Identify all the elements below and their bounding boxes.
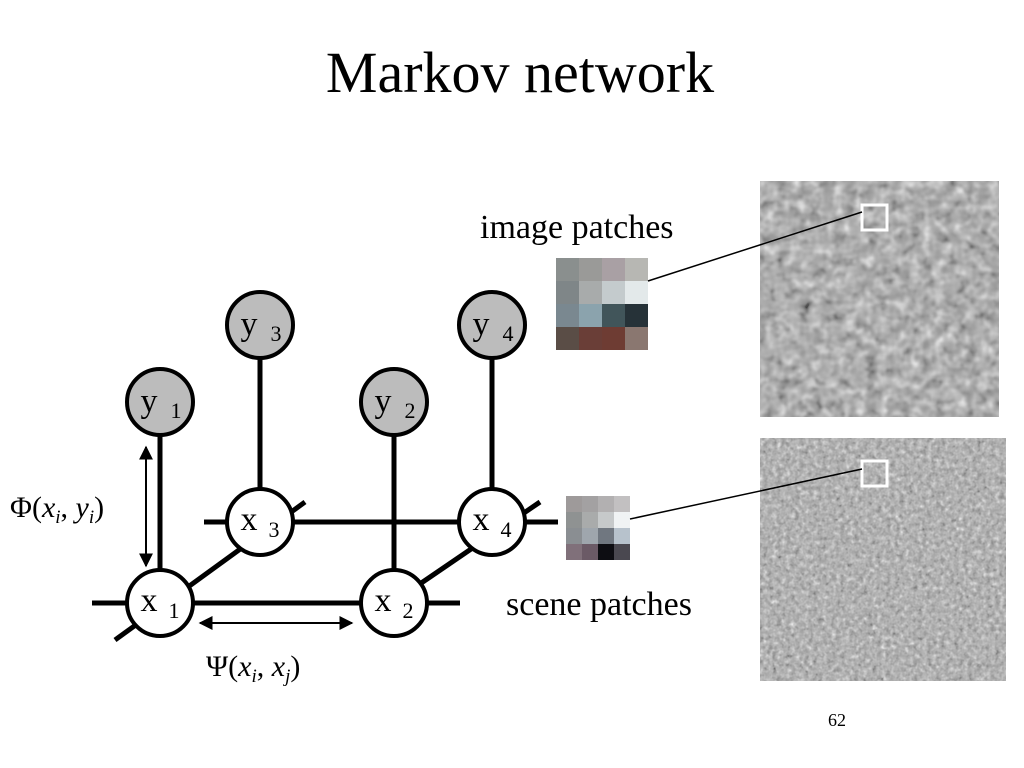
- node-y1-label: y: [141, 383, 158, 420]
- phi-label: Φ(xi, yi): [10, 491, 104, 528]
- image-texture: [760, 181, 999, 417]
- node-y4-label: y: [473, 306, 490, 343]
- psi-label: Ψ(xi, xj): [206, 650, 300, 687]
- node-y3-sub: 3: [271, 321, 282, 346]
- image-patch-zoom: [556, 258, 648, 350]
- image-patches-label: image patches: [480, 209, 674, 246]
- scene-texture: [760, 438, 1006, 681]
- node-x4: x 4: [457, 487, 527, 557]
- scene-patch-zoom: [566, 496, 630, 560]
- node-y4-sub: 4: [503, 321, 514, 346]
- node-y3-label: y: [241, 306, 258, 343]
- slide-title: Markov network: [325, 40, 715, 105]
- node-x2-label: x: [375, 582, 392, 619]
- node-y2-label: y: [375, 383, 392, 420]
- node-y1: y 1: [125, 367, 195, 437]
- node-y4: y 4: [457, 290, 527, 360]
- node-y3: y 3: [225, 290, 295, 360]
- node-y1-sub: 1: [171, 398, 182, 423]
- node-x3-label: x: [241, 501, 258, 538]
- image-leader-line: [647, 211, 863, 282]
- node-x3-sub: 3: [269, 517, 280, 542]
- node-x4-label: x: [473, 501, 490, 538]
- page-number: 62: [828, 710, 846, 730]
- image-selection-box: [860, 203, 889, 232]
- node-x1: x 1: [125, 568, 195, 638]
- node-x1-sub: 1: [169, 598, 180, 623]
- scene-patches-label: scene patches: [506, 586, 692, 623]
- node-x3: x 3: [225, 487, 295, 557]
- node-x1-label: x: [141, 582, 158, 619]
- scene-selection-box: [860, 459, 889, 488]
- scene-leader-line: [629, 468, 863, 520]
- node-x2-sub: 2: [403, 598, 414, 623]
- node-y2: y 2: [359, 367, 429, 437]
- node-x2: x 2: [359, 568, 429, 638]
- node-x4-sub: 4: [501, 517, 512, 542]
- node-y2-sub: 2: [405, 398, 416, 423]
